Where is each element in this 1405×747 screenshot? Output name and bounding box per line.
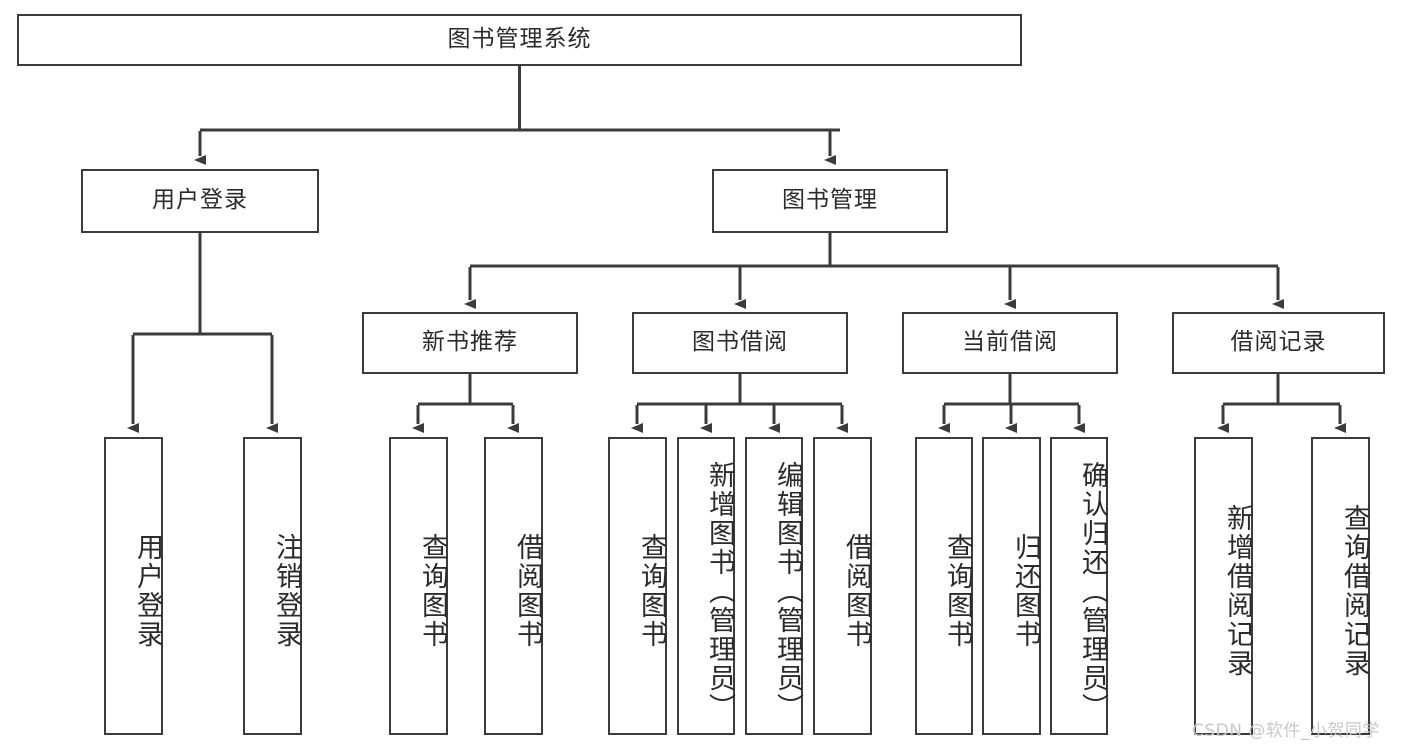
node-label: 注销登录 [271, 533, 302, 649]
node-book-borrow[interactable]: 图书借阅 [632, 312, 848, 374]
node-user-login[interactable]: 用户登录 [81, 169, 319, 233]
node-label: 借阅图书 [512, 533, 543, 649]
leaf-book-borrow-edit[interactable]: 编辑图书（管理员） [745, 437, 803, 735]
leaf-book-borrow-borrow[interactable]: 借阅图书 [813, 437, 872, 735]
leaf-book-borrow-add[interactable]: 新增图书（管理员） [677, 437, 735, 735]
leaf-current-borrow-return[interactable]: 归还图书 [982, 437, 1041, 735]
node-label: 图书管理系统 [447, 26, 592, 53]
node-label: 归还图书 [1010, 533, 1041, 649]
node-label: 图书管理 [782, 187, 878, 214]
node-label: 借阅记录 [1230, 329, 1327, 356]
node-label: 查询借阅记录 [1339, 504, 1370, 678]
node-label: 新增借阅记录 [1222, 504, 1253, 678]
node-borrow-record[interactable]: 借阅记录 [1172, 312, 1385, 374]
node-label: 编辑图书（管理员） [772, 460, 803, 722]
node-new-book-recommend[interactable]: 新书推荐 [362, 312, 578, 374]
node-book-management[interactable]: 图书管理 [712, 169, 948, 233]
node-label: 新增图书（管理员） [704, 460, 735, 722]
node-label: 确认归还（管理员） [1077, 460, 1108, 722]
leaf-user-login-logout[interactable]: 注销登录 [243, 437, 302, 735]
node-label: 新书推荐 [422, 329, 518, 356]
node-label: 查询图书 [417, 533, 448, 649]
node-label: 查询图书 [942, 533, 973, 649]
leaf-user-login-login[interactable]: 用户登录 [104, 437, 163, 735]
node-root-system[interactable]: 图书管理系统 [17, 14, 1022, 66]
leaf-book-borrow-query[interactable]: 查询图书 [608, 437, 667, 735]
leaf-borrow-record-add[interactable]: 新增借阅记录 [1194, 437, 1253, 735]
leaf-current-borrow-query[interactable]: 查询图书 [915, 437, 973, 735]
node-label: 用户登录 [152, 187, 248, 214]
node-current-borrow[interactable]: 当前借阅 [902, 312, 1118, 374]
node-label: 当前借阅 [962, 329, 1058, 356]
leaf-new-book-query[interactable]: 查询图书 [389, 437, 448, 735]
node-label: 借阅图书 [841, 533, 872, 649]
node-label: 查询图书 [636, 533, 667, 649]
leaf-new-book-borrow[interactable]: 借阅图书 [484, 437, 543, 735]
csdn-watermark: CSDN @软件_小贺同学 [1192, 721, 1380, 741]
leaf-borrow-record-query[interactable]: 查询借阅记录 [1311, 437, 1370, 735]
leaf-current-borrow-confirm-return[interactable]: 确认归还（管理员） [1050, 437, 1108, 735]
node-label: 用户登录 [132, 533, 163, 649]
node-label: 图书借阅 [692, 329, 788, 356]
